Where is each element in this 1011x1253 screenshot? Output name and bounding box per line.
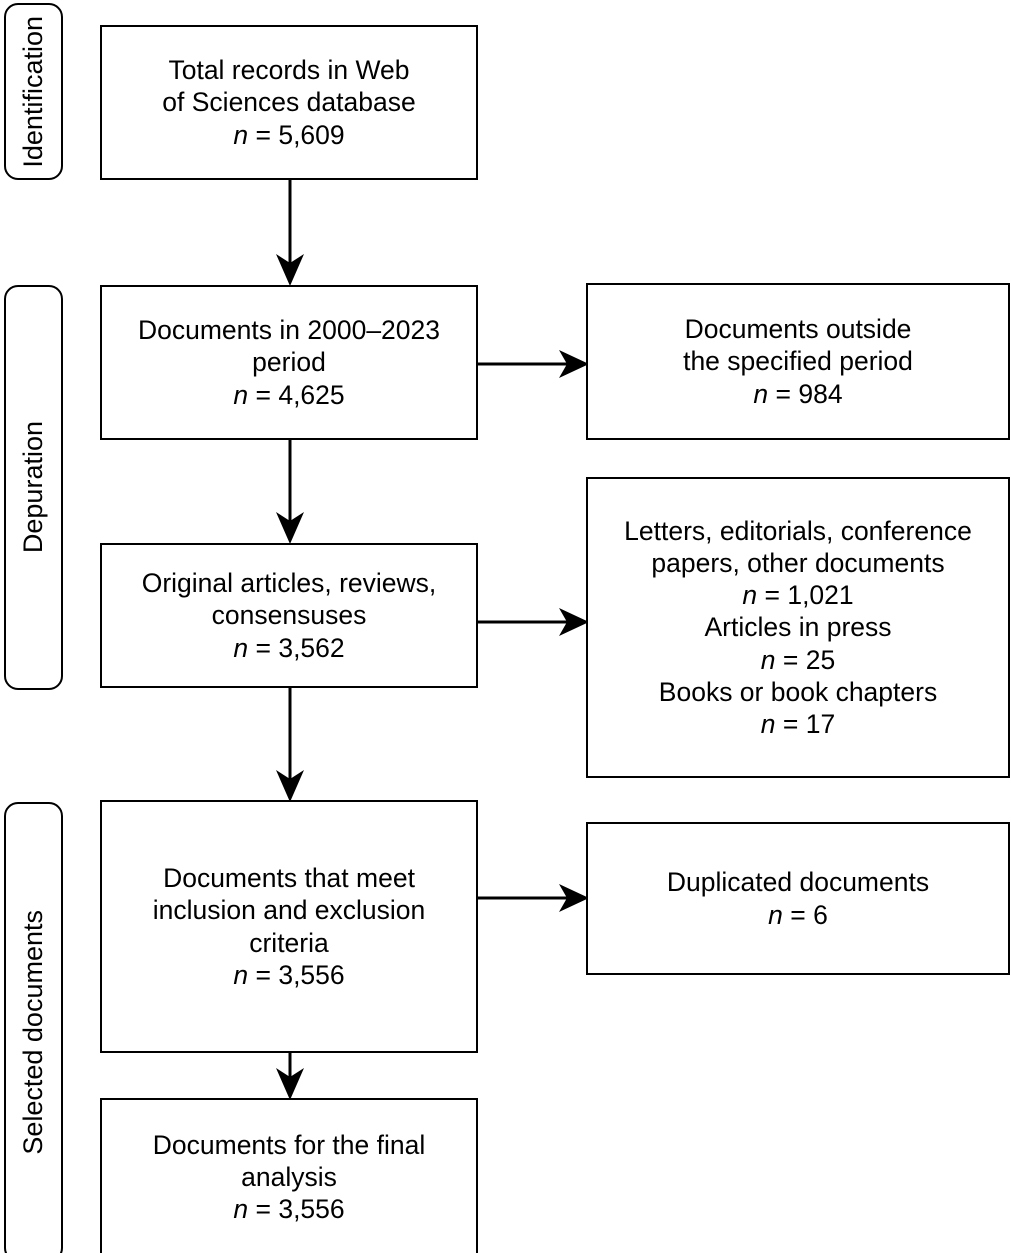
node-documents-in-period: Documents in 2000–2023 period n = 4,625 — [100, 285, 478, 440]
count-operator: = — [255, 119, 271, 150]
node-count: n = 17 — [761, 708, 835, 740]
node-line: Books or book chapters — [658, 676, 938, 707]
count-operator: = — [764, 580, 780, 611]
node-total-records: Total records in Web of Sciences databas… — [100, 25, 478, 180]
count-value: 5,609 — [278, 119, 345, 150]
node-line: criteria — [249, 927, 329, 958]
stage-pill-selected-documents: Selected documents — [4, 802, 63, 1253]
node-line: Duplicated documents — [666, 867, 930, 898]
node-line: the specified period — [683, 346, 913, 377]
count-value: 17 — [805, 708, 836, 739]
node-count: n = 3,562 — [233, 632, 344, 664]
stage-label-identification: Identification — [18, 15, 48, 168]
count-value: 3,556 — [278, 959, 345, 990]
node-line: consensuses — [211, 600, 367, 631]
node-line: Documents that meet — [163, 863, 415, 894]
node-line: of Sciences database — [162, 87, 416, 118]
count-variable: n — [233, 959, 249, 990]
node-duplicated-documents: Duplicated documents n = 6 — [586, 822, 1010, 975]
stage-pill-identification: Identification — [4, 3, 63, 180]
connector-meet-criteria-to-duplicated — [476, 881, 591, 915]
connector-original-articles-to-excluded-types — [476, 605, 591, 639]
count-variable: n — [760, 644, 776, 675]
node-meet-criteria: Documents that meet inclusion and exclus… — [100, 800, 478, 1053]
count-variable: n — [233, 379, 249, 410]
count-value: 6 — [813, 899, 828, 930]
count-value: 1,021 — [787, 580, 854, 611]
node-original-articles: Original articles, reviews, consensuses … — [100, 543, 478, 688]
node-documents-outside-period: Documents outside the specified period n… — [586, 283, 1010, 440]
count-variable: n — [233, 1194, 249, 1225]
count-value: 25 — [805, 644, 836, 675]
count-variable: n — [233, 119, 249, 150]
node-count: n = 3,556 — [233, 959, 344, 991]
connector-original-articles-to-meet-criteria — [270, 686, 310, 806]
count-operator: = — [255, 379, 271, 410]
count-variable: n — [742, 580, 758, 611]
node-line: Letters, editorials, conference — [624, 516, 972, 547]
node-count: n = 4,625 — [233, 379, 344, 411]
connector-documents-in-period-to-outside-period — [476, 347, 591, 381]
node-line: Articles in press — [704, 612, 892, 643]
count-operator: = — [782, 644, 799, 675]
node-count: n = 984 — [753, 378, 842, 410]
count-variable: n — [233, 632, 249, 663]
count-variable: n — [760, 708, 776, 739]
stage-label-selected-documents: Selected documents — [18, 909, 48, 1155]
count-operator: = — [255, 959, 271, 990]
count-operator: = — [790, 899, 806, 930]
stage-label-depuration: Depuration — [18, 421, 48, 554]
connector-total-records-to-documents-in-period — [270, 178, 310, 288]
count-operator: = — [255, 632, 271, 663]
node-line: Documents for the final — [152, 1129, 426, 1160]
count-operator: = — [775, 378, 791, 409]
count-operator: = — [255, 1194, 271, 1225]
node-line: inclusion and exclusion — [152, 895, 426, 926]
count-value: 984 — [798, 378, 843, 409]
node-line: papers, other documents — [651, 548, 945, 579]
node-count: n = 25 — [761, 644, 835, 676]
node-count: n = 6 — [768, 899, 828, 931]
count-value: 3,562 — [278, 632, 345, 663]
count-variable: n — [768, 899, 783, 930]
connector-meet-criteria-to-final-analysis — [270, 1051, 310, 1161]
node-final-analysis: Documents for the final analysis n = 3,5… — [100, 1098, 478, 1253]
node-line: Documents outside — [684, 314, 912, 345]
node-line: Documents in 2000–2023 — [137, 315, 441, 346]
node-count: n = 3,556 — [233, 1193, 344, 1225]
stage-pill-depuration: Depuration — [4, 285, 63, 690]
count-variable: n — [753, 378, 769, 409]
node-line: Original articles, reviews, — [141, 568, 437, 599]
count-value: 3,556 — [278, 1194, 345, 1225]
node-count: n = 5,609 — [233, 119, 344, 151]
node-line: analysis — [241, 1161, 337, 1192]
node-count: n = 1,021 — [742, 579, 853, 611]
count-operator: = — [782, 708, 799, 739]
node-excluded-document-types: Letters, editorials, conference papers, … — [586, 477, 1010, 778]
connector-documents-in-period-to-original-articles — [270, 438, 310, 548]
node-line: period — [252, 347, 326, 378]
count-value: 4,625 — [278, 379, 345, 410]
node-line: Total records in Web — [168, 55, 410, 86]
